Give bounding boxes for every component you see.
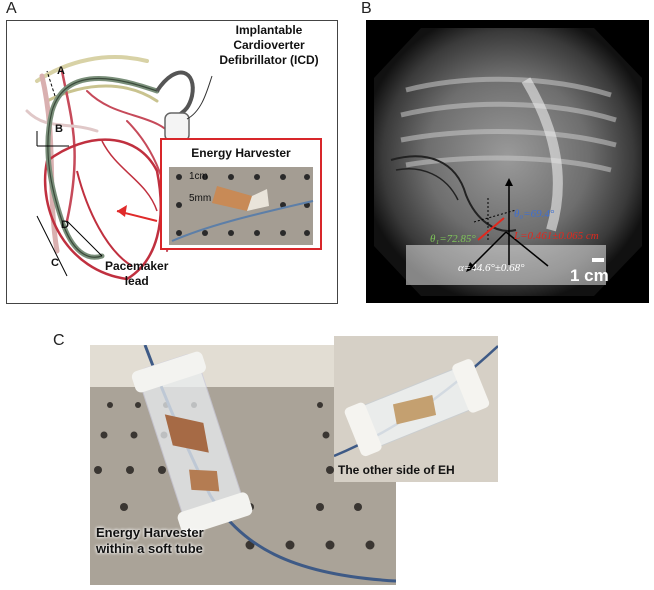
inset-title: Energy Harvester [191,146,291,160]
marker-a: A [57,65,65,77]
icd-label-line1: Implantable [235,23,303,37]
icd-label: Implantable Cardioverter Defibrillator (… [209,23,329,68]
theta1-label: θ₁=72.85° [430,233,476,245]
panel-c-photo-main: Energy Harvester within a soft tube [90,345,396,585]
panel-label-c: C [53,332,65,349]
length-label: L=0.461±0.065 cm [514,230,599,242]
icd-label-line3: Defibrillator (ICD) [219,53,319,67]
pacemaker-lead-line2: lead [124,274,149,288]
icd-label-line2: Cardioverter [233,38,305,52]
scale-bar [592,258,604,262]
theta0-label: θ₀=69.4° [514,208,555,220]
caption-main-line1: Energy Harvester [96,525,204,540]
inset-scale-5mm: 5mm [189,193,212,204]
pacemaker-lead-label: Pacemaker lead [105,259,168,289]
alpha-label: α=44.6°±0.68° [458,262,525,274]
tube-photo [90,345,396,585]
panel-label-a: A [6,0,17,17]
xray-image [374,28,642,296]
tube-photo-other-side [334,336,498,482]
caption-energy-harvester: Energy Harvester within a soft tube [96,525,204,557]
panel-b-xray: θ₀=69.4° L=0.461±0.065 cm θ₁=72.85° α=44… [366,20,649,303]
pacemaker-lead-line1: Pacemaker [105,259,169,273]
caption-main-line2: within a soft tube [96,541,203,556]
marker-d: D [61,219,69,231]
marker-b: B [55,123,63,135]
scale-bar-label: 1 cm [570,266,609,285]
inset-scale-1cm: 1cm [189,171,208,182]
heart-illustration [25,55,322,281]
caption-other-side: The other side of EH [338,463,455,477]
panel-c-photo-other-side: The other side of EH [334,336,498,482]
panel-label-b: B [361,0,372,17]
marker-c: C [51,257,59,269]
panel-a-heart-schematic: Implantable Cardioverter Defibrillator (… [6,20,338,304]
icd-device-icon [164,112,190,142]
